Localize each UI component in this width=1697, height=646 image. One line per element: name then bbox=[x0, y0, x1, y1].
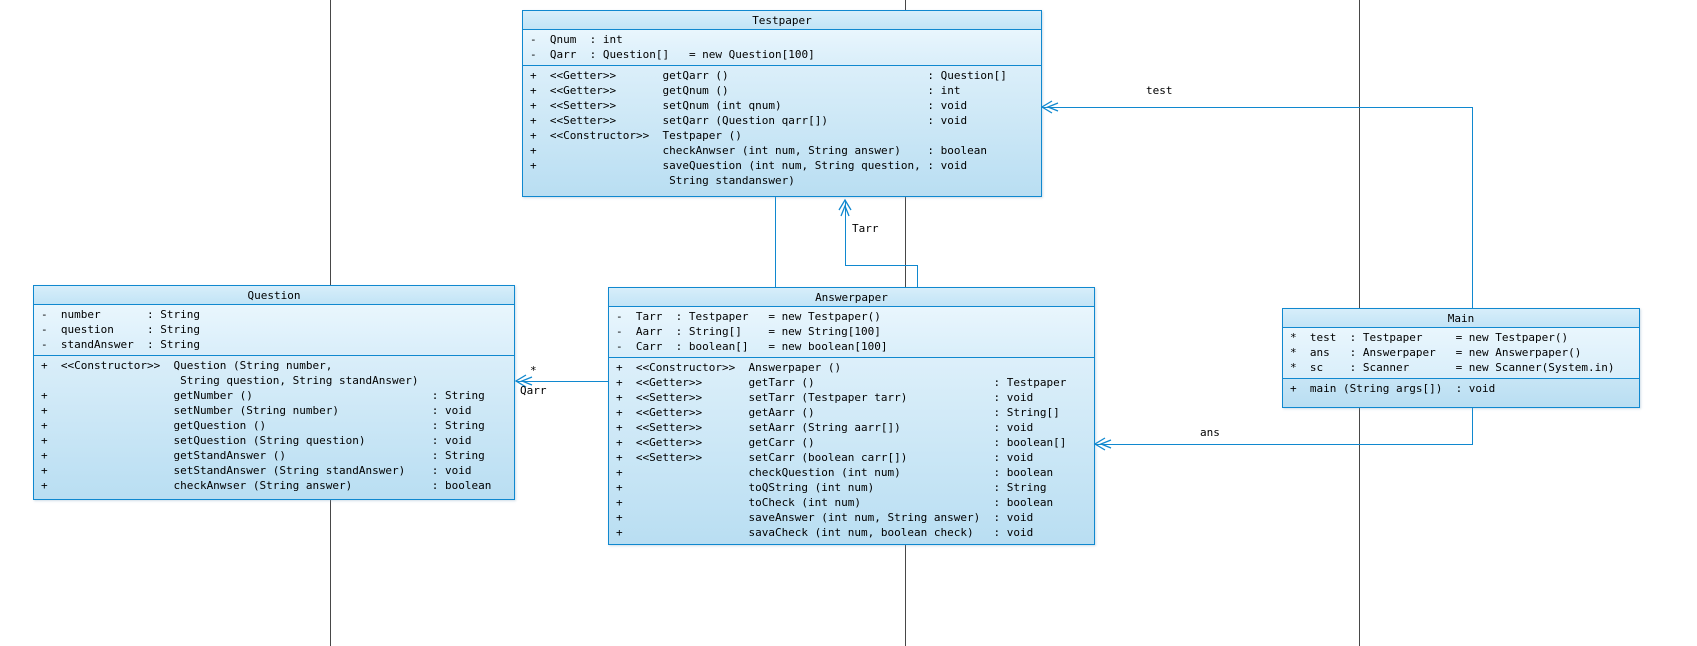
methods-compartment: + main (String args[]) : void bbox=[1283, 379, 1639, 407]
association-plain-vline[interactable] bbox=[775, 197, 776, 287]
attributes-compartment: - Qnum : int - Qarr : Question[] = new Qu… bbox=[523, 30, 1041, 66]
association-tarr-hline[interactable] bbox=[845, 265, 918, 266]
association-multiplicity-qarr: * bbox=[530, 364, 537, 377]
class-box-question[interactable]: Question - number : String - question : S… bbox=[33, 285, 515, 500]
association-qarr-hline[interactable] bbox=[516, 381, 608, 382]
class-title-question: Question bbox=[34, 286, 514, 305]
member-row: + <<Getter>> getQarr () : Question[] bbox=[530, 69, 1007, 82]
member-row: + <<Constructor>> Question (String numbe… bbox=[41, 359, 333, 372]
association-tarr-vline2[interactable] bbox=[917, 265, 918, 287]
member-row: + <<Setter>> setCarr (boolean carr[]) : … bbox=[616, 451, 1034, 464]
member-row: String question, String standAnswer) bbox=[41, 374, 419, 387]
methods-compartment: + <<Constructor>> Answerpaper () + <<Gett… bbox=[609, 358, 1094, 544]
class-box-main[interactable]: Main * test : Testpaper = new Testpaper(… bbox=[1282, 308, 1640, 408]
association-test-hline[interactable] bbox=[1042, 107, 1472, 108]
member-row: + <<Getter>> getTarr () : Testpaper bbox=[616, 376, 1067, 389]
association-test-vline[interactable] bbox=[1472, 107, 1473, 308]
member-row: + checkQuestion (int num) : boolean bbox=[616, 466, 1054, 479]
open-arrowhead-left-icon[interactable] bbox=[1093, 436, 1113, 452]
member-row: + <<Constructor>> Answerpaper () bbox=[616, 361, 842, 374]
member-row: String standanswer) bbox=[530, 174, 795, 187]
member-row: - standAnswer : String bbox=[41, 338, 200, 351]
association-ans-hline[interactable] bbox=[1095, 444, 1473, 445]
member-row: - Carr : boolean[] = new boolean[100] bbox=[616, 340, 888, 353]
member-row: - number : String bbox=[41, 308, 200, 321]
member-row: + checkAnwser (int num, String answer) :… bbox=[530, 144, 987, 157]
member-row: + getQuestion () : String bbox=[41, 419, 485, 432]
member-row: + <<Setter>> setQnum (int qnum) : void bbox=[530, 99, 968, 112]
open-arrowhead-left-icon[interactable] bbox=[514, 373, 534, 389]
member-row: + setStandAnswer (String standAnswer) : … bbox=[41, 464, 472, 477]
attributes-compartment: - number : String - question : String - st… bbox=[34, 305, 514, 356]
association-label-test: test bbox=[1146, 84, 1173, 97]
member-row: + <<Getter>> getAarr () : String[] bbox=[616, 406, 1060, 419]
member-row: - Qnum : int bbox=[530, 33, 623, 46]
member-row: - Aarr : String[] = new String[100] bbox=[616, 325, 881, 338]
member-row: - question : String bbox=[41, 323, 200, 336]
member-row: + saveAnswer (int num, String answer) : … bbox=[616, 511, 1034, 524]
class-title-testpaper: Testpaper bbox=[523, 11, 1041, 30]
attributes-compartment: - Tarr : Testpaper = new Testpaper() - Aa… bbox=[609, 307, 1094, 358]
member-row: * sc : Scanner = new Scanner(System.in) bbox=[1290, 361, 1615, 374]
member-row: + <<Getter>> getQnum () : int bbox=[530, 84, 961, 97]
methods-compartment: + <<Constructor>> Question (String numbe… bbox=[34, 356, 514, 499]
member-row: + <<Setter>> setAarr (String aarr[]) : v… bbox=[616, 421, 1034, 434]
member-row: - Qarr : Question[] = new Question[100] bbox=[530, 48, 815, 61]
class-title-main: Main bbox=[1283, 309, 1639, 328]
methods-compartment: + <<Getter>> getQarr () : Question[] + <<… bbox=[523, 66, 1041, 196]
class-title-answerpaper: Answerpaper bbox=[609, 288, 1094, 307]
member-row: - Tarr : Testpaper = new Testpaper() bbox=[616, 310, 881, 323]
member-row: + savaCheck (int num, boolean check) : v… bbox=[616, 526, 1034, 539]
association-label-tarr: Tarr bbox=[852, 222, 879, 235]
attributes-compartment: * test : Testpaper = new Testpaper() * an… bbox=[1283, 328, 1639, 379]
association-tarr-vline1[interactable] bbox=[845, 201, 846, 266]
member-row: + checkAnwser (String answer) : boolean bbox=[41, 479, 492, 492]
member-row: + saveQuestion (int num, String question… bbox=[530, 159, 968, 172]
class-box-testpaper[interactable]: Testpaper - Qnum : int - Qarr : Question[… bbox=[522, 10, 1042, 197]
member-row: + getNumber () : String bbox=[41, 389, 485, 402]
member-row: * ans : Answerpaper = new Answerpaper() bbox=[1290, 346, 1582, 359]
open-arrowhead-up-icon[interactable] bbox=[837, 198, 853, 218]
association-ans-vline[interactable] bbox=[1472, 408, 1473, 444]
member-row: + toQString (int num) : String bbox=[616, 481, 1047, 494]
association-label-qarr: Qarr bbox=[520, 384, 547, 397]
association-label-ans: ans bbox=[1200, 426, 1220, 439]
open-arrowhead-left-icon[interactable] bbox=[1040, 99, 1060, 115]
member-row: + main (String args[]) : void bbox=[1290, 382, 1496, 395]
member-row: + setQuestion (String question) : void bbox=[41, 434, 472, 447]
member-row: + <<Setter>> setTarr (Testpaper tarr) : … bbox=[616, 391, 1034, 404]
member-row: * test : Testpaper = new Testpaper() bbox=[1290, 331, 1569, 344]
member-row: + setNumber (String number) : void bbox=[41, 404, 472, 417]
member-row: + <<Getter>> getCarr () : boolean[] bbox=[616, 436, 1067, 449]
class-box-answerpaper[interactable]: Answerpaper - Tarr : Testpaper = new Tes… bbox=[608, 287, 1095, 545]
member-row: + getStandAnswer () : String bbox=[41, 449, 485, 462]
member-row: + <<Setter>> setQarr (Question qarr[]) :… bbox=[530, 114, 968, 127]
member-row: + toCheck (int num) : boolean bbox=[616, 496, 1054, 509]
member-row: + <<Constructor>> Testpaper () bbox=[530, 129, 742, 142]
